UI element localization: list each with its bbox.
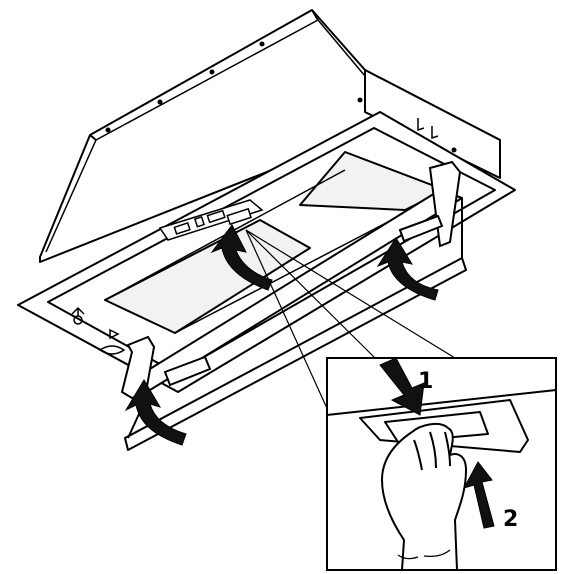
hand-icon <box>381 422 467 571</box>
filter-handle <box>226 207 252 226</box>
push-arrow-icon <box>379 357 425 416</box>
motion-arrow-right <box>376 237 439 301</box>
front-cover <box>124 189 467 451</box>
hood-body <box>17 9 516 393</box>
motion-arrows <box>124 224 439 446</box>
housing-symbols <box>71 41 457 355</box>
front-cover-edge <box>124 257 467 451</box>
control-switch-1 <box>173 222 191 235</box>
control-panel <box>158 199 264 241</box>
lift-arrow-icon <box>462 461 495 529</box>
filter-panel-left <box>104 219 311 334</box>
detail-inset: 1 2 <box>326 357 557 571</box>
control-switch-3 <box>206 209 226 224</box>
step-1-label: 1 <box>418 369 433 394</box>
motion-arrow-center <box>210 224 273 291</box>
step-2-label: 2 <box>503 507 518 532</box>
control-switch-2 <box>193 216 205 228</box>
cover-tab-left <box>163 355 212 387</box>
motion-arrow-left <box>124 379 187 446</box>
zoom-cone <box>245 229 456 416</box>
cover-tab-right <box>398 214 444 243</box>
